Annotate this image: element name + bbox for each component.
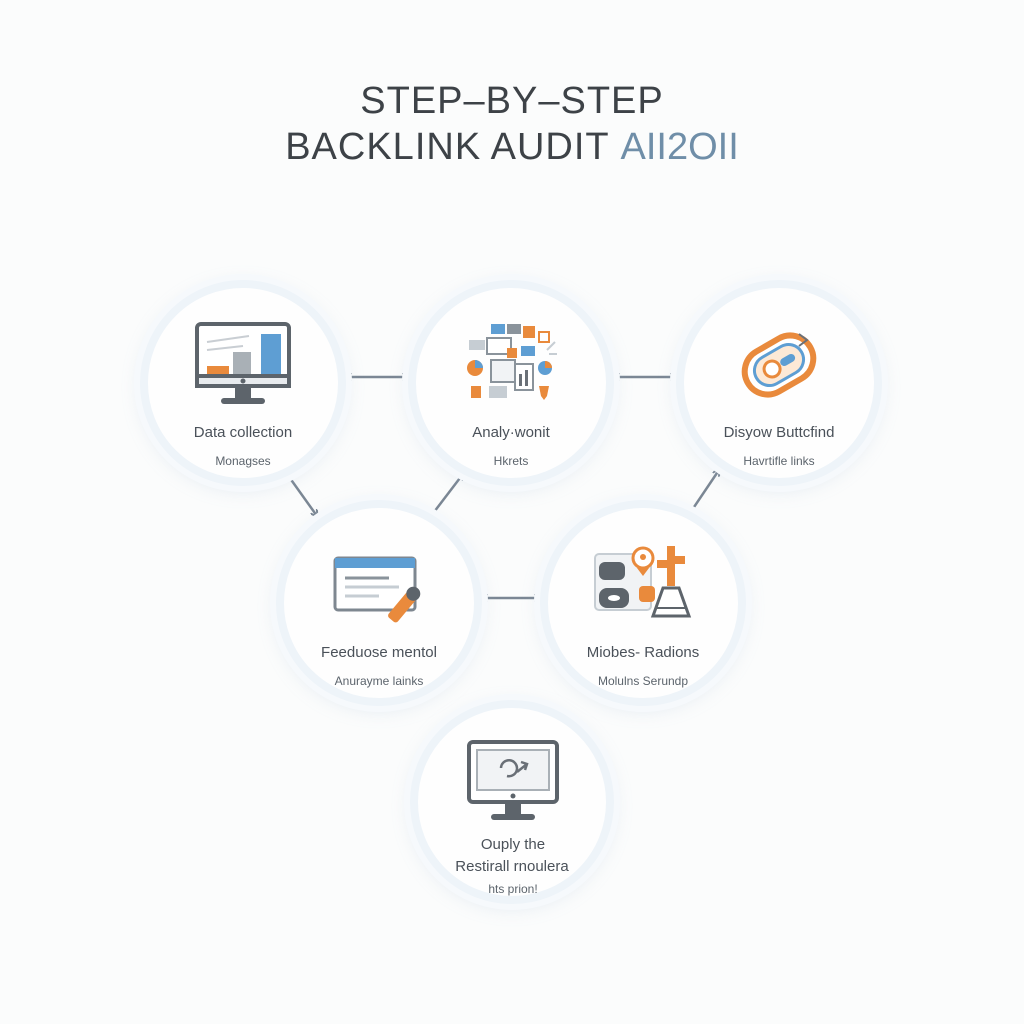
step-node-mobile-radians: Miobes- Radions Molulns Serundp — [540, 500, 746, 706]
devices-flask-icon — [594, 546, 692, 618]
title-tag: AII2OII — [620, 126, 739, 168]
title-line-1: STEP–BY–STEP — [360, 80, 664, 122]
step-sublabel: Anurayme lainks — [334, 674, 424, 688]
step-label: Miobes- Radions — [586, 644, 700, 661]
step-sublabel: Havrtifle links — [743, 454, 815, 468]
step-sublabel: Monagses — [215, 454, 271, 468]
step-sublabel: Molulns Serundp — [597, 674, 689, 688]
step-sublabel: Hkrets — [493, 454, 529, 468]
step-label: Data collection — [193, 424, 293, 441]
step-label: Feeduose mentol — [321, 644, 437, 661]
step-node-analysis: Analy·wonit Hkrets — [408, 280, 614, 486]
step-label-line-2: Restirall rnoulera — [455, 858, 569, 875]
link-badge-icon — [741, 332, 817, 398]
step-node-data-collection: Data collection Monagses — [140, 280, 346, 486]
monitor-refresh-icon — [467, 740, 559, 820]
step-label: Disyow Buttcfind — [723, 424, 835, 441]
step-sublabel: hts prion! — [488, 882, 538, 896]
step-node-feedback: Feeduose mentol Anurayme lainks — [276, 500, 482, 706]
arrow-n1-n4 — [287, 474, 317, 516]
arrow-n2-n4 — [431, 474, 463, 516]
step-node-apply: Ouply the Restirall rnoulera hts prion! — [410, 700, 614, 904]
analytics-collage-icon — [467, 324, 557, 400]
arrow-n3-n5 — [688, 470, 719, 516]
browser-pencil-icon — [333, 556, 421, 623]
step-node-disavow: Disyow Buttcfind Havrtifle links — [676, 280, 882, 486]
title-line-2: BACKLINK AUDIT AII2OII — [0, 126, 1024, 169]
desktop-chart-icon — [195, 322, 291, 404]
title-main: BACKLINK AUDIT — [285, 126, 609, 168]
step-label: Analy·wonit — [472, 424, 550, 441]
step-label: Ouply the — [480, 836, 546, 853]
